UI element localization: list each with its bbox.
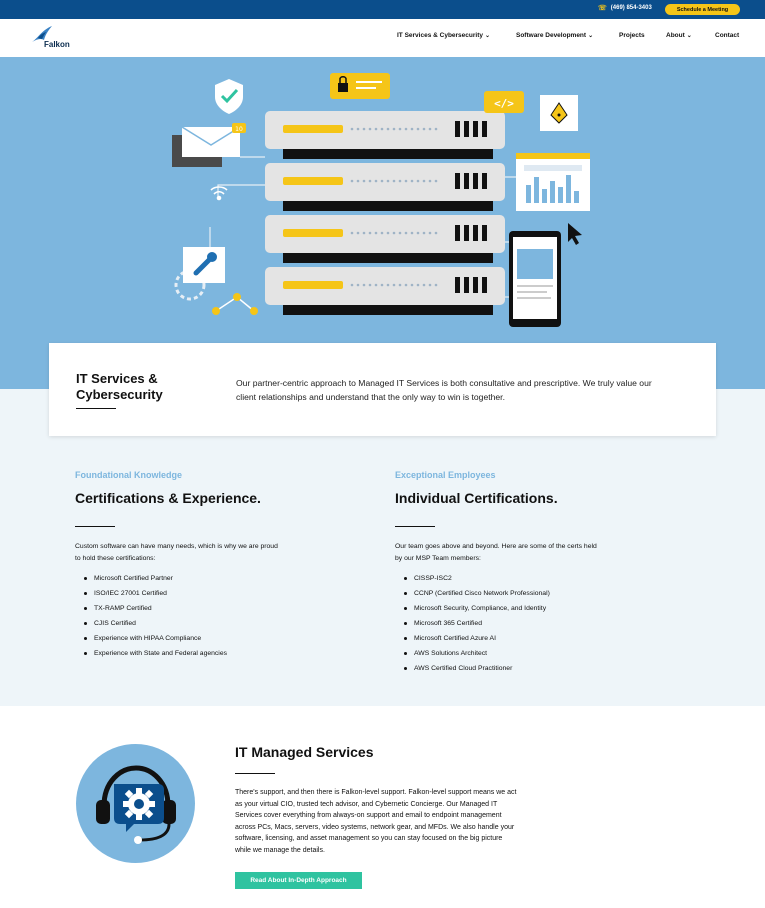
- list-item: Experience with HIPAA Compliance: [75, 631, 315, 646]
- schedule-meeting-button[interactable]: Schedule a Meeting: [665, 4, 740, 15]
- heading-divider: [75, 526, 115, 527]
- individual-certifications-column: Exceptional Employees Individual Certifi…: [395, 470, 635, 676]
- logo-text: Falkon: [44, 40, 70, 49]
- heading-divider: [395, 526, 435, 527]
- certification-list: Microsoft Certified Partner ISO/IEC 2700…: [75, 571, 315, 661]
- wifi-icon: [210, 186, 228, 201]
- list-item: AWS Certified Cloud Practitioner: [395, 661, 635, 676]
- list-item: Experience with State and Federal agenci…: [75, 646, 315, 661]
- chevron-down-icon: ⌄: [588, 33, 594, 39]
- nav-software-development[interactable]: Software Development ⌄: [516, 32, 593, 39]
- column-body: Our team goes above and beyond. Here are…: [395, 543, 597, 562]
- nav-label: Contact: [715, 32, 740, 39]
- hero-illustration: </> 10: [172, 73, 590, 327]
- wrench-icon: [174, 247, 225, 301]
- tablet-icon: [509, 231, 561, 327]
- certifications-section: [0, 389, 765, 706]
- read-approach-button[interactable]: Read About In-Depth Approach: [235, 872, 362, 889]
- list-item: Microsoft 365 Certified: [395, 616, 635, 631]
- nav-label: About: [666, 32, 685, 39]
- list-item: CJIS Certified: [75, 616, 315, 631]
- nav-about[interactable]: About ⌄: [666, 32, 692, 39]
- code-bubble-icon: </>: [484, 91, 524, 113]
- list-item: CCNP (Certified Cisco Network Profession…: [395, 586, 635, 601]
- list-item: TX-RAMP Certified: [75, 601, 315, 616]
- pen-tool-icon: [540, 95, 578, 131]
- top-bar: ☏ (469) 854-3403 Schedule a Meeting: [0, 0, 765, 19]
- cursor-icon: [568, 223, 582, 245]
- nav-label: IT Services & Cybersecurity: [397, 32, 483, 39]
- falkon-logo[interactable]: Falkon: [30, 26, 78, 52]
- column-eyebrow: Exceptional Employees: [395, 470, 496, 480]
- nav-label: Projects: [619, 32, 645, 39]
- falcon-bird-icon: [32, 26, 52, 42]
- column-eyebrow: Foundational Knowledge: [75, 470, 182, 480]
- certifications-column: Foundational Knowledge Certifications & …: [75, 470, 315, 661]
- server-stack: [265, 111, 505, 315]
- network-graph-icon: [212, 293, 258, 315]
- hero-banner: </> 10: [0, 57, 765, 389]
- chevron-down-icon: ⌄: [485, 33, 491, 39]
- nav-projects[interactable]: Projects: [619, 32, 645, 39]
- phone-link[interactable]: ☏ (469) 854-3403: [598, 4, 652, 12]
- section-heading: IT Managed Services: [235, 744, 374, 760]
- column-heading: Certifications & Experience.: [75, 490, 261, 506]
- analytics-window-icon: [516, 153, 590, 211]
- intro-card: IT Services & Cybersecurity Our partner-…: [49, 343, 716, 436]
- heading-divider: [235, 773, 275, 774]
- intro-description: Our partner-centric approach to Managed …: [236, 378, 652, 402]
- headset-gear-icon: [76, 744, 195, 863]
- list-item: Microsoft Certified Partner: [75, 571, 315, 586]
- nav-contact[interactable]: Contact: [715, 32, 739, 39]
- chevron-down-icon: ⌄: [686, 33, 692, 39]
- svg-text:</>: </>: [494, 97, 514, 110]
- section-body: There's support, and then there is Falko…: [235, 789, 517, 854]
- email-badge-count: 10: [235, 126, 243, 133]
- column-heading: Individual Certifications.: [395, 490, 558, 506]
- column-body: Custom software can have many needs, whi…: [75, 543, 278, 562]
- list-item: AWS Solutions Architect: [395, 646, 635, 661]
- list-item: CISSP-ISC2: [395, 571, 635, 586]
- lock-message-icon: [330, 73, 390, 99]
- main-nav: Falkon IT Services & Cybersecurity ⌄ Sof…: [0, 19, 765, 57]
- email-icon: 10: [172, 123, 246, 167]
- certification-list: CISSP-ISC2 CCNP (Certified Cisco Network…: [395, 571, 635, 676]
- managed-services-section: IT Managed Services There's support, and…: [235, 744, 525, 889]
- phone-number: (469) 854-3403: [610, 5, 652, 11]
- phone-icon: ☏: [598, 5, 607, 12]
- list-item: ISO/IEC 27001 Certified: [75, 586, 315, 601]
- list-item: Microsoft Certified Azure AI: [395, 631, 635, 646]
- nav-label: Software Development: [516, 32, 587, 39]
- shield-check-icon: [215, 79, 243, 114]
- intro-title: IT Services & Cybersecurity: [76, 371, 163, 402]
- title-divider: [76, 408, 116, 409]
- nav-it-services[interactable]: IT Services & Cybersecurity ⌄: [397, 32, 490, 39]
- list-item: Microsoft Security, Compliance, and Iden…: [395, 601, 635, 616]
